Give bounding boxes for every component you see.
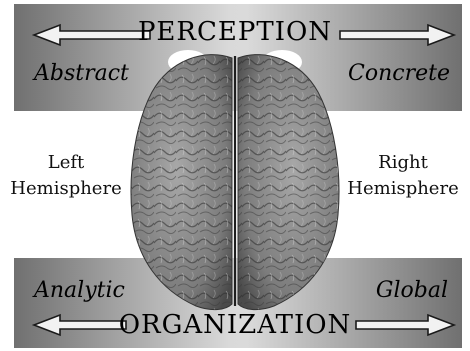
- left-hemisphere-label: Left Hemisphere: [6, 150, 126, 202]
- global-label: Global: [375, 278, 448, 303]
- organization-left-arrow-icon: [31, 313, 127, 337]
- right-hemisphere-line1: Right: [378, 152, 428, 173]
- right-hemisphere-label: Right Hemisphere: [340, 150, 466, 202]
- analytic-label: Analytic: [34, 278, 125, 303]
- abstract-label: Abstract: [34, 61, 129, 86]
- organization-right-arrow-icon: [355, 313, 457, 337]
- perception-right-arrow-icon: [339, 23, 457, 47]
- perception-left-arrow-icon: [31, 23, 151, 47]
- left-hemisphere-line2: Hemisphere: [10, 178, 122, 199]
- perception-title: PERCEPTION: [137, 17, 333, 47]
- organization-title: ORGANIZATION: [118, 310, 352, 340]
- right-hemisphere-line2: Hemisphere: [347, 178, 459, 199]
- concrete-label: Concrete: [348, 61, 450, 86]
- left-hemisphere-line1: Left: [47, 152, 85, 173]
